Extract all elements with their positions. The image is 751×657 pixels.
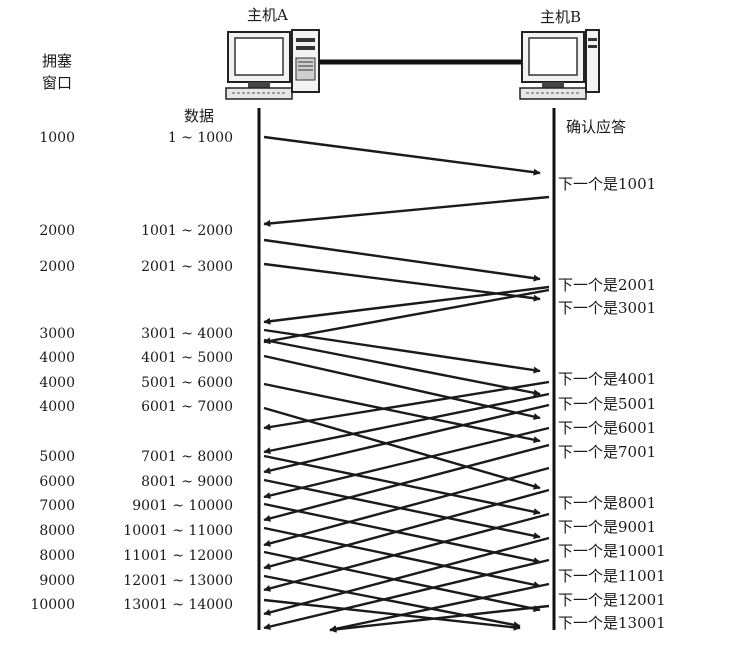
ack-label: 下一个是12001	[558, 591, 666, 609]
ack-label: 下一个是7001	[558, 443, 656, 461]
ack-arrow	[263, 392, 550, 455]
ack-label: 下一个是3001	[558, 299, 656, 317]
ack-column: 下一个是1001 下一个是2001 下一个是3001 下一个是4001 下一个是5001…	[558, 175, 666, 632]
window-value: 2000	[39, 259, 75, 275]
ack-arrow	[263, 426, 550, 499]
host-b-computer-icon	[519, 29, 600, 100]
segment-range: 12001 ~ 13000	[123, 573, 233, 589]
window-value: 9000	[39, 573, 75, 589]
segment-range: 1 ~ 1000	[168, 130, 233, 146]
ack-label: 下一个是5001	[558, 395, 656, 413]
ack-label: 下一个是9001	[558, 518, 656, 536]
segment-range: 11001 ~ 12000	[123, 548, 233, 564]
data-segment-arrow	[263, 328, 541, 374]
ack-arrow	[263, 403, 550, 474]
ack-arrow	[263, 512, 550, 592]
data-segment-arrow	[263, 382, 541, 444]
segment-range: 5001 ~ 6000	[141, 375, 233, 391]
data-header: 数据	[184, 107, 214, 125]
ack-arrow	[263, 558, 550, 630]
ack-label: 下一个是4001	[558, 370, 656, 388]
window-size-column: 1000 2000 2000 3000 4000 4000 4000 5000 6000 7000…	[30, 130, 75, 613]
window-value: 2000	[39, 223, 75, 239]
data-segment-arrow	[263, 338, 541, 397]
window-value: 8000	[39, 523, 75, 539]
segment-range: 2001 ~ 3000	[141, 259, 233, 275]
ack-arrow	[329, 604, 550, 633]
segment-range: 1001 ~ 2000	[141, 223, 233, 239]
window-value: 4000	[39, 350, 75, 366]
ack-arrow	[263, 443, 550, 522]
data-segment-arrow	[263, 135, 541, 176]
segment-range: 8001 ~ 9000	[141, 474, 233, 490]
data-segment-arrow	[263, 550, 541, 613]
ack-label: 下一个是2001	[558, 276, 656, 294]
window-value: 10000	[30, 597, 75, 613]
window-value: 5000	[39, 449, 75, 465]
ack-label: 下一个是1001	[558, 175, 656, 193]
ack-arrow	[263, 195, 550, 227]
data-segment-arrow	[263, 526, 541, 589]
data-segment-arrow	[263, 238, 541, 282]
window-header-line2: 窗口	[42, 74, 72, 92]
ack-arrow	[263, 488, 550, 570]
ack-arrow	[263, 288, 550, 345]
ack-arrow	[263, 536, 550, 616]
ack-label: 下一个是13001	[558, 614, 666, 632]
window-value: 4000	[39, 399, 75, 415]
segment-range: 7001 ~ 8000	[141, 449, 233, 465]
data-segment-arrow	[263, 574, 521, 629]
segment-range: 13001 ~ 14000	[123, 597, 233, 613]
ack-arrow	[263, 380, 550, 431]
ack-label: 下一个是11001	[558, 567, 666, 585]
segment-range: 6001 ~ 7000	[141, 399, 233, 415]
ack-arrow	[263, 285, 550, 325]
segment-range: 9001 ~ 10000	[132, 498, 233, 514]
window-header-line1: 拥塞	[42, 52, 72, 70]
ack-label: 下一个是8001	[558, 494, 656, 512]
window-value: 3000	[39, 326, 75, 342]
window-value: 8000	[39, 548, 75, 564]
window-value: 6000	[39, 474, 75, 490]
segment-column: 1 ~ 1000 1001 ~ 2000 2001 ~ 3000 3001 ~ 400…	[123, 130, 233, 613]
host-a-label: 主机A	[247, 6, 288, 24]
host-a-computer-icon	[225, 29, 320, 100]
ack-arrow	[329, 582, 550, 633]
window-value: 7000	[39, 498, 75, 514]
ack-arrows	[263, 195, 550, 633]
ack-label: 下一个是10001	[558, 542, 666, 560]
data-segment-arrow	[263, 598, 521, 631]
window-value: 1000	[39, 130, 75, 146]
segment-range: 4001 ~ 5000	[141, 350, 233, 366]
segment-range: 3001 ~ 4000	[141, 326, 233, 342]
host-b-label: 主机B	[540, 8, 581, 26]
ack-arrow	[263, 466, 550, 547]
segment-range: 10001 ~ 11000	[123, 523, 233, 539]
ack-label: 下一个是6001	[558, 419, 656, 437]
ack-header: 确认应答	[566, 118, 626, 136]
window-value: 4000	[39, 375, 75, 391]
data-segment-arrow	[263, 406, 541, 490]
data-segment-arrow	[263, 354, 541, 421]
